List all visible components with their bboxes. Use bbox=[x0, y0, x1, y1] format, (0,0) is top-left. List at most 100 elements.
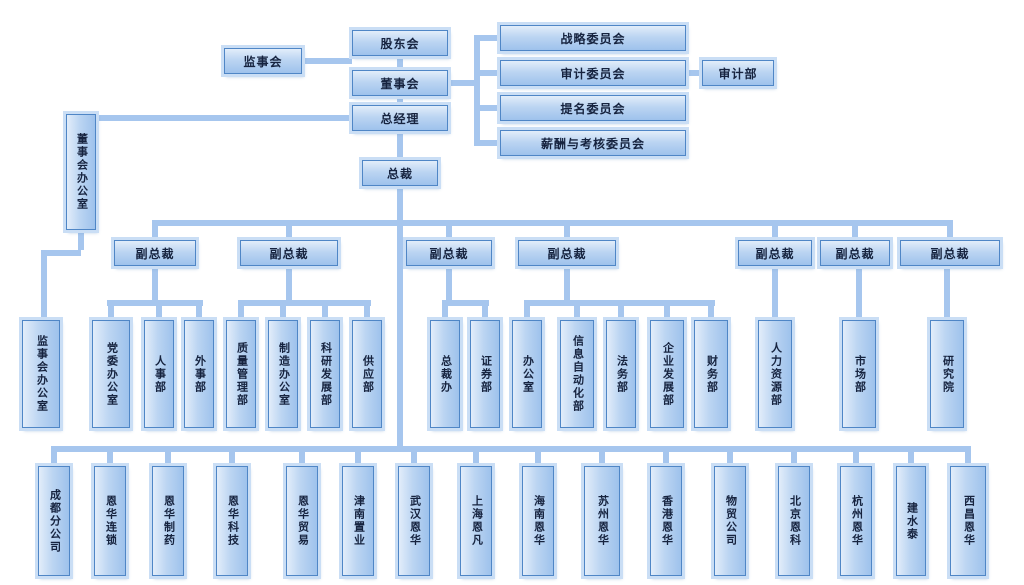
node-audit-department: 审计部 bbox=[702, 60, 774, 86]
node-committee-strategy: 战略委员会 bbox=[500, 25, 686, 51]
node-president: 总裁 bbox=[362, 160, 438, 186]
node-subsidiary: 杭州恩华 bbox=[840, 466, 872, 576]
node-department: 供应部 bbox=[352, 320, 382, 428]
connector bbox=[322, 300, 328, 320]
node-department: 党委办公室 bbox=[92, 320, 130, 428]
connector bbox=[108, 300, 114, 320]
connector bbox=[856, 266, 862, 320]
node-vp: 副总裁 bbox=[240, 240, 338, 266]
node-department: 信息自动化部 bbox=[560, 320, 594, 428]
connector bbox=[446, 266, 452, 300]
connector bbox=[474, 105, 500, 111]
node-department: 质量管理部 bbox=[226, 320, 256, 428]
connector bbox=[853, 446, 859, 466]
node-board-of-directors: 董事会 bbox=[352, 70, 448, 96]
connector bbox=[152, 220, 952, 226]
node-department: 企业发展部 bbox=[650, 320, 684, 428]
connector bbox=[364, 300, 370, 320]
connector bbox=[54, 446, 968, 452]
connector bbox=[944, 266, 950, 320]
connector bbox=[299, 446, 305, 466]
node-department: 财务部 bbox=[694, 320, 728, 428]
connector bbox=[908, 446, 914, 466]
node-vp: 副总裁 bbox=[518, 240, 616, 266]
connector bbox=[772, 266, 778, 320]
connector bbox=[239, 300, 371, 306]
node-shareholders-meeting: 股东会 bbox=[352, 30, 448, 56]
connector bbox=[152, 220, 158, 240]
connector bbox=[852, 220, 858, 240]
node-subsidiary: 武汉恩华 bbox=[398, 466, 430, 576]
node-department: 人事部 bbox=[144, 320, 174, 428]
connector bbox=[686, 70, 702, 76]
node-department: 外事部 bbox=[184, 320, 214, 428]
connector bbox=[397, 96, 403, 105]
connector bbox=[446, 220, 452, 240]
connector bbox=[599, 446, 605, 466]
node-subsidiary: 恩华科技 bbox=[216, 466, 248, 576]
node-subsidiary: 香港恩华 bbox=[650, 466, 682, 576]
connector bbox=[397, 186, 403, 446]
connector bbox=[286, 266, 292, 300]
connector bbox=[41, 250, 81, 256]
connector bbox=[156, 300, 162, 320]
connector bbox=[791, 446, 797, 466]
node-subsidiary: 恩华制药 bbox=[152, 466, 184, 576]
node-vp: 副总裁 bbox=[820, 240, 890, 266]
node-vp: 副总裁 bbox=[406, 240, 492, 266]
connector bbox=[355, 446, 361, 466]
connector bbox=[107, 300, 203, 306]
connector bbox=[448, 80, 478, 86]
connector bbox=[107, 446, 113, 466]
node-supervisory-board: 监事会 bbox=[224, 48, 302, 74]
connector bbox=[564, 220, 570, 240]
node-subsidiary: 津南置业 bbox=[342, 466, 374, 576]
node-subsidiary: 恩华连锁 bbox=[94, 466, 126, 576]
node-subsidiary: 建水泰 bbox=[896, 466, 926, 576]
connector bbox=[482, 300, 488, 320]
connector bbox=[280, 300, 286, 320]
node-department: 人力资源部 bbox=[758, 320, 792, 428]
connector bbox=[474, 70, 500, 76]
node-board-office: 董事会办公室 bbox=[66, 114, 96, 230]
node-department: 监事会办公室 bbox=[22, 320, 60, 428]
connector bbox=[772, 220, 778, 240]
connector bbox=[229, 446, 235, 466]
connector bbox=[96, 115, 352, 121]
connector bbox=[286, 220, 292, 240]
node-department: 研究院 bbox=[930, 320, 964, 428]
connector bbox=[302, 58, 352, 64]
node-committee-nomination: 提名委员会 bbox=[500, 95, 686, 121]
node-department: 市场部 bbox=[842, 320, 876, 428]
node-subsidiary: 苏州恩华 bbox=[584, 466, 620, 576]
connector bbox=[78, 230, 84, 250]
node-department: 制造办公室 bbox=[268, 320, 298, 428]
connector bbox=[474, 35, 480, 146]
connector bbox=[397, 56, 403, 70]
connector bbox=[442, 300, 448, 320]
connector bbox=[474, 35, 500, 41]
node-committee-audit: 审计委员会 bbox=[500, 60, 686, 86]
connector bbox=[663, 446, 669, 466]
connector bbox=[708, 300, 714, 320]
connector bbox=[473, 446, 479, 466]
connector bbox=[41, 250, 47, 320]
connector bbox=[618, 300, 624, 320]
node-vp: 副总裁 bbox=[900, 240, 1000, 266]
connector bbox=[152, 266, 158, 300]
connector bbox=[664, 300, 670, 320]
node-subsidiary: 北京恩科 bbox=[778, 466, 810, 576]
connector bbox=[564, 266, 570, 300]
connector bbox=[397, 131, 403, 160]
connector bbox=[165, 446, 171, 466]
node-subsidiary: 成都分公司 bbox=[38, 466, 70, 576]
node-department: 法务部 bbox=[606, 320, 636, 428]
node-subsidiary: 物贸公司 bbox=[714, 466, 746, 576]
connector bbox=[524, 300, 530, 320]
node-department: 办公室 bbox=[512, 320, 542, 428]
node-subsidiary: 恩华贸易 bbox=[286, 466, 318, 576]
node-subsidiary: 上海恩凡 bbox=[460, 466, 492, 576]
connector bbox=[238, 300, 244, 320]
node-subsidiary: 西昌恩华 bbox=[950, 466, 986, 576]
